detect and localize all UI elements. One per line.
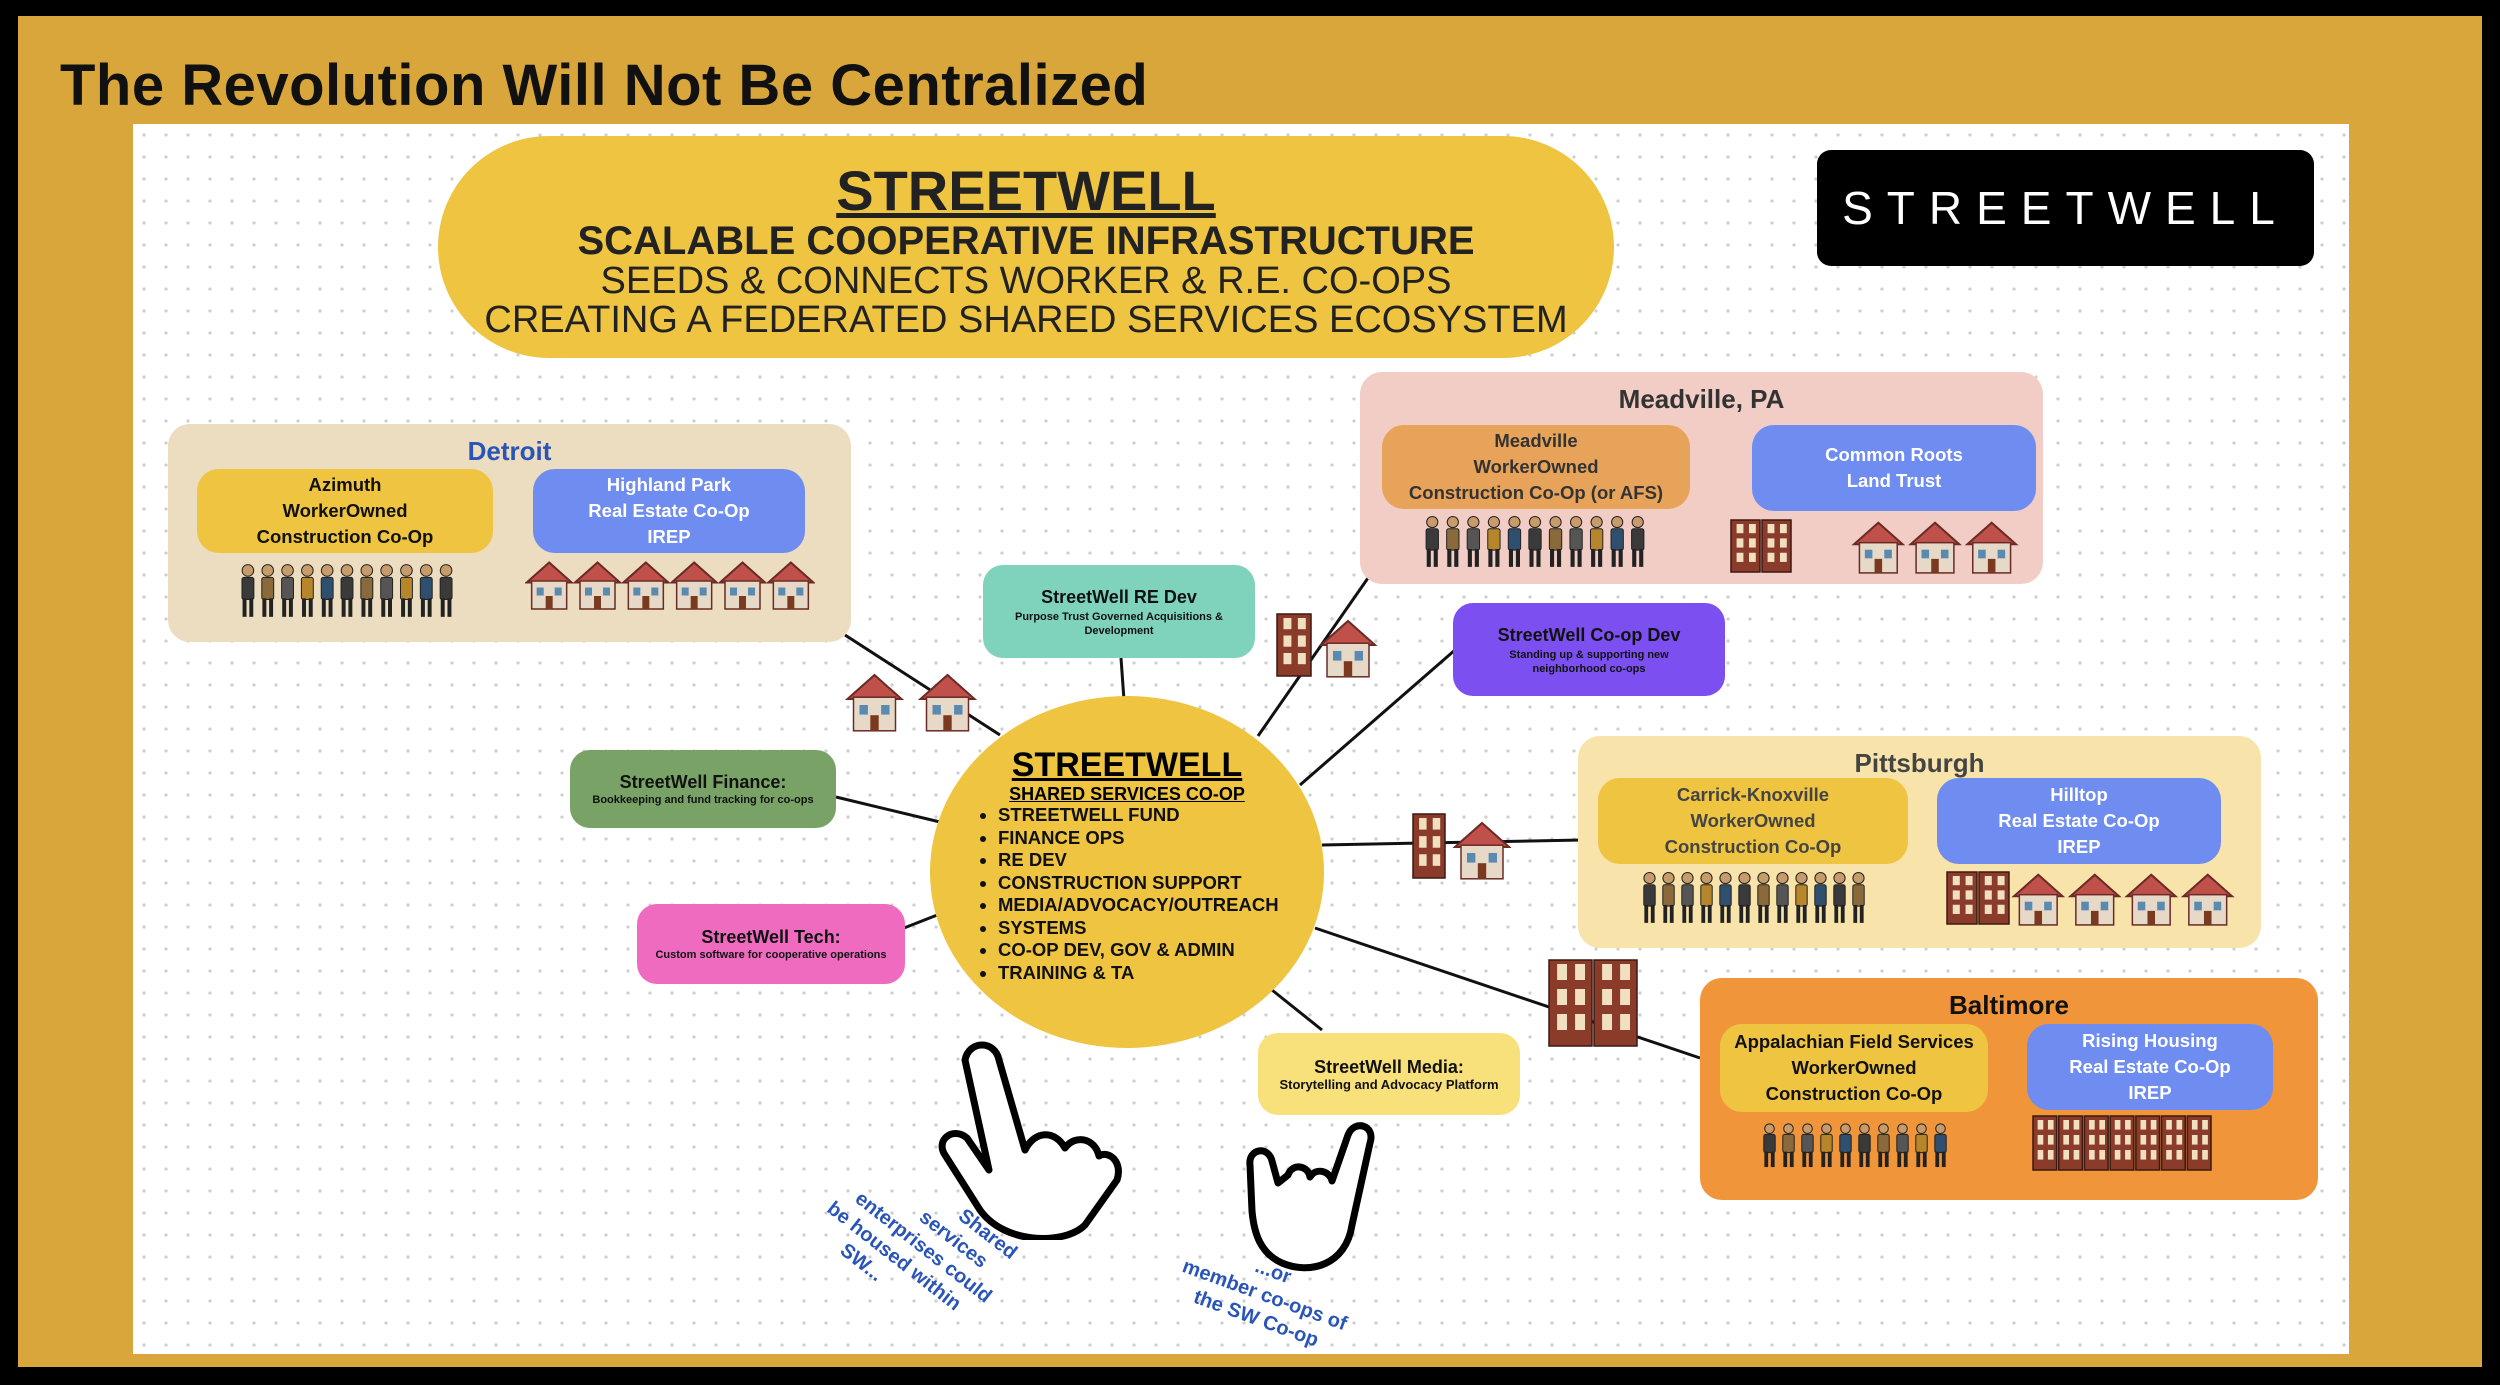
rowhouse-icon [1412, 813, 1446, 879]
hub-list-item: FINANCE OPS [998, 827, 1279, 850]
hub-list-item: RE DEV [998, 849, 1279, 872]
worker-group-icon [1763, 1123, 1947, 1168]
rowhouse-icon [1946, 871, 2010, 925]
hub-list-item: CONSTRUCTION SUPPORT [998, 872, 1279, 895]
region-title: Pittsburgh [1854, 748, 1985, 778]
service-title: StreetWell Tech: [701, 927, 841, 947]
coop-name: Hilltop [2050, 784, 2108, 805]
connector-finance [835, 795, 941, 824]
region-title: Baltimore [1949, 990, 2069, 1020]
rowhouse-icon [2032, 1115, 2212, 1171]
house-row-icon [1452, 821, 1512, 880]
hub-title: STREETWELL [1011, 746, 1243, 784]
baltimore-realestate-coop: Rising Housing Real Estate Co-Op IREP [2027, 1024, 2273, 1110]
hub-list-item: STREETWELL FUND [998, 804, 1279, 827]
connector-pittsburgh [1321, 838, 1583, 847]
connector-detroit [844, 633, 1001, 737]
service-subtitle: Purpose Trust Governed Acquisitions & De… [1014, 610, 1224, 637]
detroit-worker-coop: Azimuth WorkerOwned Construction Co-Op [197, 469, 493, 553]
coop-type: WorkerOwned [1473, 456, 1599, 477]
connector-media [1271, 988, 1323, 1032]
service-tech: StreetWell Tech: Custom software for coo… [637, 904, 905, 984]
worker-group-icon [1425, 515, 1645, 567]
house-row-icon [844, 673, 978, 732]
coop-type: Real Estate Co-Op [588, 500, 750, 521]
coop-category: Construction Co-Op [256, 526, 434, 547]
detroit-realestate-coop: Highland Park Real Estate Co-Op IREP [533, 469, 805, 553]
coop-type: WorkerOwned [282, 500, 408, 521]
rowhouse-icon [1548, 959, 1638, 1047]
title-banner: STREETWELL SCALABLE COOPERATIVE INFRASTR… [438, 136, 1614, 358]
rowhouse-icon [1276, 613, 1312, 677]
meadville-worker-coop: Meadville WorkerOwned Construction Co-Op… [1382, 425, 1690, 509]
coop-category: Construction Co-Op [1664, 836, 1842, 857]
baltimore-worker-coop: Appalachian Field Services WorkerOwned C… [1720, 1024, 1988, 1112]
pointing-hand-icon [938, 1041, 1122, 1240]
service-title: StreetWell Media: [1314, 1057, 1464, 1077]
coop-category: Construction Co-Op (or AFS) [1408, 482, 1664, 503]
service-re-dev: StreetWell RE Dev Purpose Trust Governed… [983, 565, 1255, 658]
house-row-icon [1318, 619, 1378, 678]
meadville-land-trust: Common Roots Land Trust [1752, 425, 2036, 511]
house-row-icon [2011, 873, 2235, 926]
hub-subtitle: SHARED SERVICES CO-OP [1009, 784, 1245, 804]
service-finance: StreetWell Finance: Bookkeeping and fund… [570, 750, 836, 828]
rowhouse-icon [1730, 519, 1792, 573]
coop-name: Meadville [1494, 430, 1578, 451]
service-media: StreetWell Media: Storytelling and Advoc… [1258, 1033, 1520, 1115]
service-subtitle: Bookkeeping and fund tracking for co-ops [592, 794, 814, 806]
hub-list-item: TRAINING & TA [998, 962, 1279, 985]
coop-category: IREP [2057, 836, 2101, 857]
region-title: Meadville, PA [1618, 384, 1785, 414]
coop-type: Real Estate Co-Op [2069, 1056, 2231, 1077]
coop-type: Real Estate Co-Op [1998, 810, 2160, 831]
hub-list-item: MEDIA/ADVOCACY/OUTREACH [998, 894, 1279, 917]
service-title: StreetWell Finance: [619, 772, 787, 792]
service-subtitle: Custom software for cooperative operatio… [655, 949, 887, 961]
coop-name: Appalachian Field Services [1734, 1031, 1974, 1052]
coop-name: Carrick-Knoxville [1676, 784, 1830, 805]
banner-subheading: SCALABLE COOPERATIVE INFRASTRUCTURE [577, 219, 1475, 263]
worker-group-icon [241, 564, 453, 617]
connector-re-dev [1119, 657, 1126, 701]
region-title: Detroit [467, 436, 552, 466]
house-row-icon [525, 561, 815, 610]
coop-category: IREP [647, 526, 691, 547]
coop-category: Construction Co-Op [1765, 1083, 1943, 1104]
coop-type: WorkerOwned [1690, 810, 1816, 831]
connector-meadville [1256, 577, 1370, 737]
pittsburgh-realestate-coop: Hilltop Real Estate Co-Op IREP [1937, 778, 2221, 864]
service-title: StreetWell Co-op Dev [1497, 624, 1681, 645]
coop-name: Rising Housing [2082, 1030, 2218, 1051]
service-coop-dev: StreetWell Co-op Dev Standing up & suppo… [1453, 603, 1725, 696]
pittsburgh-worker-coop: Carrick-Knoxville WorkerOwned Constructi… [1598, 778, 1908, 864]
connector-coop-dev [1299, 648, 1456, 787]
coop-name: Azimuth [308, 474, 382, 495]
service-subtitle: Standing up & supporting new neighborhoo… [1509, 648, 1669, 675]
worker-group-icon [1643, 871, 1865, 923]
slide-title: The Revolution Will Not Be Centralized [60, 53, 1149, 118]
coop-type: Land Trust [1846, 470, 1942, 491]
coop-type: WorkerOwned [1791, 1057, 1917, 1078]
hub-service-list: STREETWELL FUND FINANCE OPS RE DEV CONST… [978, 804, 1279, 984]
banner-line-4: CREATING A FEDERATED SHARED SERVICES ECO… [484, 299, 1568, 341]
coop-name: Highland Park [606, 474, 732, 495]
banner-heading: STREETWELL [836, 159, 1216, 222]
hang-loose-hand-icon [1246, 1122, 1375, 1272]
coop-name: Common Roots [1825, 444, 1963, 465]
hub-list-item: SYSTEMS [998, 917, 1279, 940]
service-title: StreetWell RE Dev [1041, 586, 1197, 607]
hub-shared-services: STREETWELL SHARED SERVICES CO-OP STREETW… [930, 696, 1324, 1048]
streetwell-logo: STREETWELL [1817, 150, 2314, 266]
service-subtitle: Storytelling and Advocacy Platform [1279, 1077, 1499, 1092]
hub-list-item: CO-OP DEV, GOV & ADMIN [998, 939, 1279, 962]
banner-line-3: SEEDS & CONNECTS WORKER & R.E. CO-OPS [600, 260, 1452, 302]
house-row-icon [1851, 521, 2019, 574]
coop-category: IREP [2128, 1082, 2172, 1103]
